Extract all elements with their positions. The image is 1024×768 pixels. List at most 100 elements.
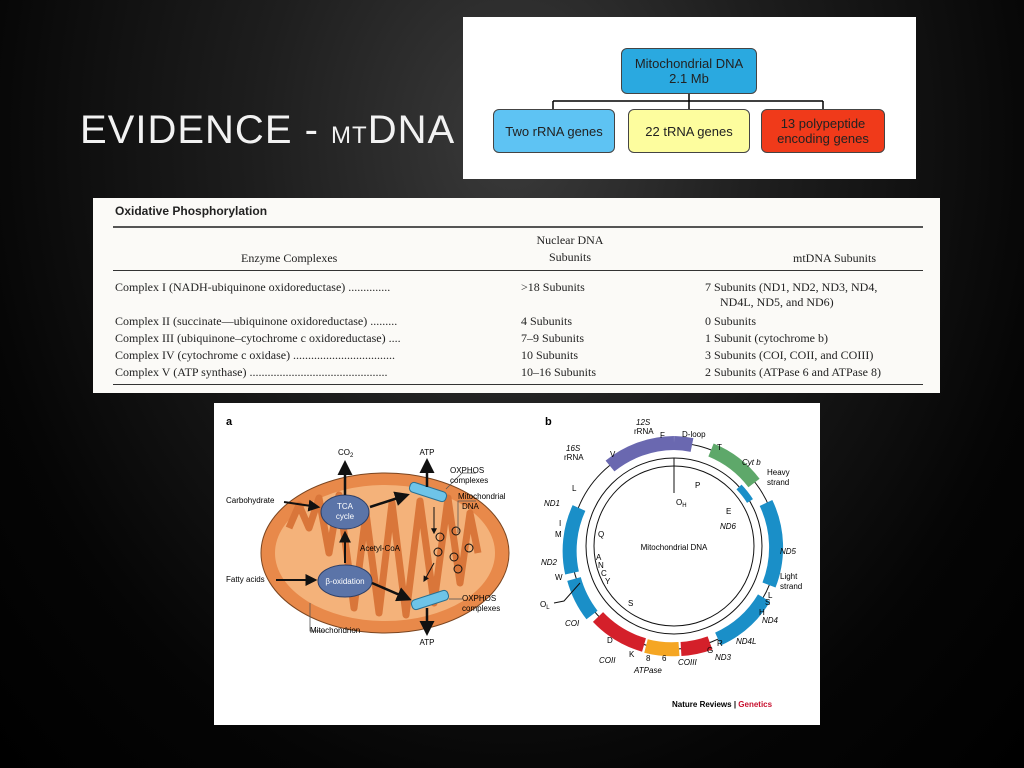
figure-svg: a TCA cycle β-oxidation CO2 Carbohydrate…: [226, 416, 802, 709]
panel-a-letter: a: [226, 416, 233, 428]
trna-m: M: [555, 530, 562, 539]
table-rule-header: [113, 270, 923, 271]
beta-oxidation-label: β-oxidation: [325, 577, 364, 586]
trna-labels: F V L I M Q W A N C Y S D K G R H S L E: [555, 431, 773, 659]
table-rule-bottom: [113, 384, 923, 385]
trna-i: I: [559, 519, 561, 528]
oxphos-top-label-2: complexes: [450, 476, 488, 485]
arrow-carbohydrate: [283, 499, 321, 512]
heavy-strand-label-2: strand: [767, 478, 789, 487]
nd4-arc: [714, 594, 771, 646]
trna-e: E: [726, 507, 731, 516]
row-4-mt: 3 Subunits (COI, COII, and COIII): [705, 348, 874, 362]
trna-q: Q: [598, 530, 604, 539]
coi-label: COI: [565, 619, 580, 628]
r12s-label-1: 12S: [636, 418, 651, 427]
leader-mitochondrion: [309, 603, 324, 632]
row-2-complex: Complex II (succinate—ubiquinone oxidore…: [115, 314, 398, 328]
oxphos-complex-top: [408, 481, 448, 503]
tree-node-trna: 22 tRNA genes: [628, 109, 750, 153]
nd2-arc: [567, 576, 598, 620]
coiii-label: COIII: [678, 658, 697, 667]
row-1-mt-line1: 7 Subunits (ND1, ND2, ND3, ND4,: [705, 280, 878, 294]
tree-child-1-text: Two rRNA genes: [505, 124, 603, 139]
atp-bottom-label: ATP: [420, 638, 435, 647]
nd1-arc: [562, 505, 586, 575]
trna-r: R: [717, 639, 723, 648]
mtdna-map: [553, 436, 784, 657]
atpase-arc: [644, 639, 680, 657]
coiii-arc: [680, 636, 713, 656]
title-main: EVIDENCE -: [80, 108, 332, 152]
row-3-nuclear: 7–9 Subunits: [521, 331, 585, 345]
gene-labels: ND1 ND2 COI COII ATPase COIII ND3 ND4L N…: [541, 458, 797, 675]
leader-mtdna: [457, 500, 476, 533]
nd4-label: ND4: [762, 616, 779, 625]
carbohydrate-label: Carbohydrate: [226, 496, 275, 505]
trna-d: D: [607, 636, 613, 645]
nd5-label: ND5: [780, 547, 797, 556]
nd6-label: ND6: [720, 522, 737, 531]
oxphos-bottom-label-2: complexes: [462, 604, 500, 613]
mito-dna-label-2: DNA: [462, 502, 480, 511]
leader-oxphos-top: [445, 472, 476, 490]
row-4-complex: Complex IV (cytochrome c oxidase) ......…: [115, 348, 396, 362]
row-5-nuclear: 10–16 Subunits: [521, 365, 597, 379]
mitochondrion-label: Mitochondrion: [310, 626, 360, 635]
table-rule-top: [113, 226, 923, 228]
panel-b-letter: b: [545, 416, 552, 428]
heavy-strand-label-1: Heavy: [767, 468, 790, 477]
trna-l2: L: [768, 591, 773, 600]
tree-child-2-line-1: 22 tRNA genes: [645, 123, 733, 139]
tree-child-2-text: 22 tRNA genes: [645, 124, 732, 139]
coi-arc: [592, 612, 647, 652]
trna-a: A: [596, 553, 602, 562]
ol-label: OL: [540, 600, 550, 611]
row-5-mt: 2 Subunits (ATPase 6 and ATPase 8): [705, 365, 881, 379]
tree-connectors: [552, 93, 824, 109]
trna-f: F: [660, 431, 665, 440]
tree-child-3-line-2: encoding genes: [777, 131, 869, 146]
mito-dna-label-1: Mitochondrial: [458, 492, 506, 501]
light-strand-label-2: strand: [780, 582, 802, 591]
atp-top-label: ATP: [420, 448, 435, 457]
light-strand-label-1: Light: [780, 572, 798, 581]
r16s-label-2: rRNA: [564, 453, 584, 462]
arrow-tca-oxphos: [369, 491, 410, 509]
tree-root-line-2: 2.1 Mb: [669, 71, 709, 86]
title-end: DNA: [367, 108, 456, 152]
header-mtdna: mtDNA Subunits: [793, 251, 877, 265]
row-5-complex: Complex V (ATP synthase) ...............…: [115, 365, 388, 379]
row-2-mt: 0 Subunits: [705, 314, 757, 328]
mtdna-circles: [433, 526, 474, 574]
arrow-beta-oxphos: [371, 581, 412, 602]
co2-label: CO2: [338, 448, 354, 459]
mtdna-center-label: Mitochondrial DNA: [641, 543, 708, 552]
trna-s2: S: [765, 598, 770, 607]
nd3-label: ND3: [715, 653, 732, 662]
trna-y: Y: [605, 577, 611, 586]
row-4-nuclear: 10 Subunits: [521, 348, 579, 362]
beta-oxidation-node: [317, 564, 373, 598]
oxphos-complex-bottom: [410, 589, 450, 611]
header-nuclear-1: Nuclear DNA: [536, 233, 604, 247]
oxphos-top-label-1: OXPHOS: [450, 466, 484, 475]
dloop-label: D-loop: [682, 430, 706, 439]
rrna-12s-arc: [673, 436, 694, 452]
ol-marker: [553, 582, 581, 604]
row-1-complex: Complex I (NADH-ubiquinone oxidoreductas…: [115, 280, 391, 294]
trna-s1: S: [628, 599, 633, 608]
trna-h: H: [759, 608, 765, 617]
mitochondria-figure: a TCA cycle β-oxidation CO2 Carbohydrate…: [214, 403, 820, 725]
nd2-label: ND2: [541, 558, 558, 567]
nd6-arc: [736, 484, 753, 503]
trna-w: W: [555, 573, 563, 582]
trna-n: N: [598, 561, 604, 570]
fatty-acids-label: Fatty acids: [226, 575, 265, 584]
tca-label-2: cycle: [336, 512, 355, 521]
